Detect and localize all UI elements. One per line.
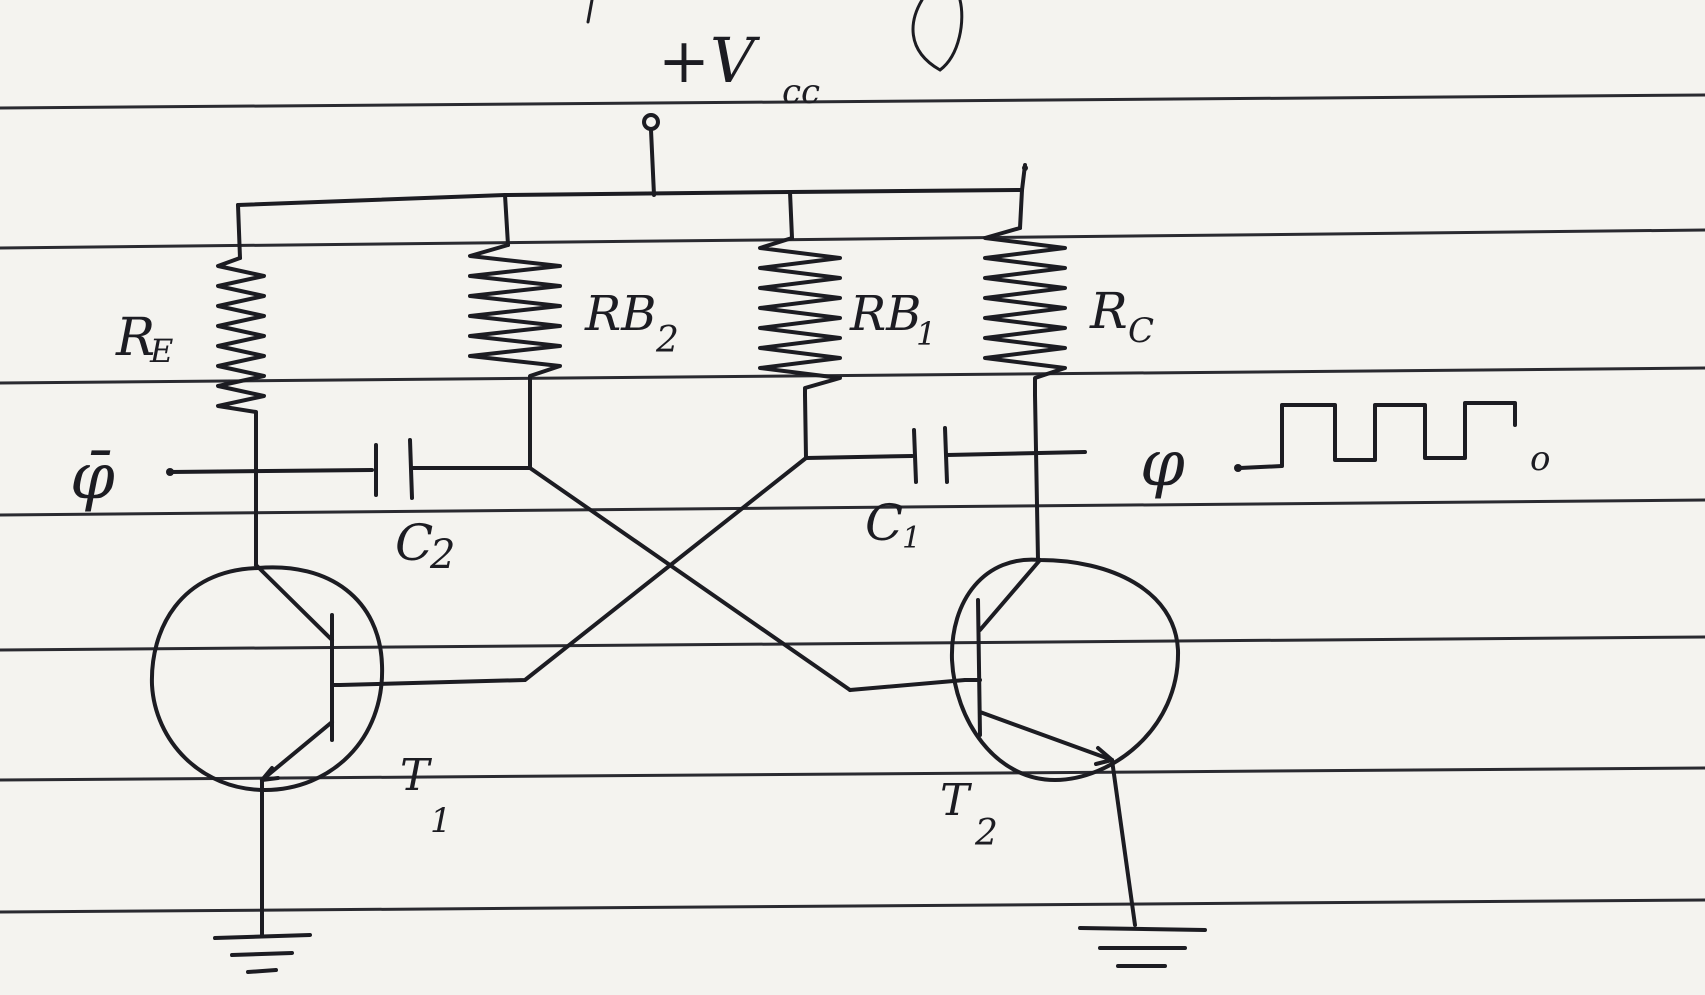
rc-resistor [983,226,1067,397]
cross-wire-rb1-to-t1 [338,456,808,687]
left-output-terminal [166,468,174,476]
c1-left-wire [804,454,914,460]
t1-subscript: 1 [430,801,452,841]
ground-icon [213,933,312,974]
rc-top-wire [1018,188,1024,230]
c1-subscript: 1 [902,521,921,556]
phi-bar-label: φ̄ [70,440,115,514]
t2-label: T [940,775,973,826]
ground-icon [1078,926,1207,968]
rb2-resistor [468,243,562,382]
ruled-lines [0,93,1705,914]
supply-label: +V [658,24,761,97]
t2-emitter-lead [978,710,1114,762]
rb1-resistor [758,236,842,397]
rb1-subscript: 1 [916,315,936,353]
rb2-subscript: 2 [655,320,679,361]
re-label: R [115,308,155,368]
t1-emitter-lead [260,720,334,782]
transistor-t2 [949,557,1181,782]
square-wave-icon [1238,401,1517,470]
t2-collector-wire [1033,393,1040,562]
t2-collector-lead [978,558,1042,632]
c1-right-wire [945,450,1087,457]
t2-ground-wire [1110,758,1137,927]
t1-label: T [400,750,433,801]
stray-mark [586,0,594,24]
supply-terminal [642,113,660,131]
rc-label: R [1089,282,1128,340]
supply-wire [649,128,656,197]
c2-label: C [395,514,433,572]
supply-subscript: cc [782,72,820,112]
re-subscript: E [149,332,173,370]
t2-subscript: 2 [974,813,998,854]
rb2-label: RB [584,286,656,342]
c1-plate-a [912,428,918,484]
c2-subscript: 2 [429,532,455,578]
re-top-wire [236,203,242,260]
rb2-top-wire [503,193,510,247]
rb1-top-wire [788,190,794,240]
wave-subscript: o [1530,439,1550,479]
rb1-bottom-wire [803,393,808,460]
rc-subscript: C [1128,311,1154,351]
t2-base-bar [976,598,982,737]
c1-label: C [865,494,903,552]
cross-wire-rb2-to-t2 [528,466,852,692]
left-output-wire [168,468,374,474]
top-rail [236,188,1024,207]
t1-collector-lead [254,563,334,642]
stray-mark [911,0,964,72]
phi-label: φ [1140,427,1185,501]
re-resistor [216,256,266,420]
rail-node [1022,165,1028,171]
t2-base-wire [848,678,967,692]
rb1-label: RB [849,286,921,342]
transistor-t1 [149,563,385,792]
